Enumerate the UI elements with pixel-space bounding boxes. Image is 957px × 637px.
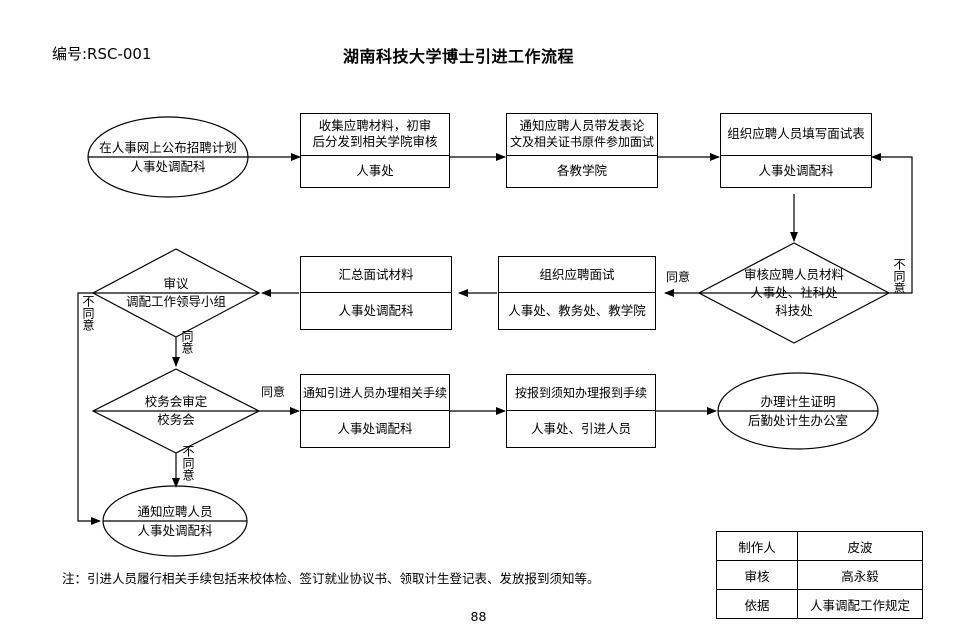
- node-summarize-divider: [301, 292, 451, 293]
- node-review-materials-line2: 人事处、社科处: [750, 285, 838, 300]
- node-fill-form-line1: 组织应聘人员填写面试表: [727, 126, 865, 142]
- node-collect-line1: 收集应聘材料，初审: [318, 118, 432, 134]
- node-organize-interview-line2: 人事处、教务处、教学院: [508, 303, 646, 318]
- node-collect-line3: 人事处: [356, 163, 394, 179]
- node-notify-interview-line1: 通知应聘人员带发表论: [519, 118, 645, 134]
- node-report-procedures[interactable]: 按报到须知办理报到手续 人事处、引进人员: [506, 374, 656, 448]
- node-report-procedures-divider: [507, 410, 655, 411]
- edge-label-school-disagree: 不同意: [181, 445, 195, 481]
- node-school-affairs-line1: 校务会审定: [144, 394, 208, 409]
- node-start[interactable]: 在人事网上公布招聘计划 人事处调配科: [88, 117, 248, 197]
- node-summarize-line1: 汇总面试材料: [338, 266, 414, 282]
- edge-label-review-agree: 同意: [666, 270, 691, 284]
- node-report-procedures-line2: 人事处、引进人员: [530, 421, 631, 436]
- node-report-procedures-line1: 按报到须知办理报到手续: [514, 385, 647, 400]
- node-organize-interview-divider: [499, 292, 655, 293]
- signoff-table: 制作人 皮波 审核 高永毅 依据 人事调配工作规定: [716, 531, 923, 619]
- node-notify-procedures-line1: 通知引进人员办理相关手续: [302, 385, 447, 400]
- footnote: 注：引进人员履行相关手续包括来校体检、签订就业协议书、领取计生登记表、发放报到须…: [62, 571, 600, 586]
- node-deliberate-line2: 调配工作领导小组: [125, 294, 226, 309]
- edge-label-deliberate-agree: 同意: [180, 330, 194, 354]
- node-collect-line2: 后分发到相关学院审核: [312, 134, 438, 150]
- document-code: 编号:RSC-001: [52, 45, 152, 63]
- node-notify-applicant-line2: 人事处调配科: [137, 523, 213, 538]
- signoff-key-2: 依据: [716, 589, 798, 619]
- node-notify-interview[interactable]: 通知应聘人员带发表论 文及相关证书原件参加面试 各教学院: [506, 113, 658, 188]
- table-row: 审核 高永毅: [716, 560, 923, 590]
- node-notify-procedures[interactable]: 通知引进人员办理相关手续 人事处调配科: [300, 374, 450, 448]
- node-notify-procedures-line2: 人事处调配科: [337, 421, 413, 436]
- node-notify-procedures-divider: [301, 410, 449, 411]
- node-notify-interview-divider: [507, 154, 657, 156]
- node-organize-interview[interactable]: 组织应聘面试 人事处、教务处、教学院: [498, 256, 656, 330]
- page-title: 湖南科技大学博士引进工作流程: [343, 47, 575, 66]
- node-deliberate-line1: 审议: [163, 276, 189, 291]
- edge-label-deliberate-disagree: 不同意: [81, 295, 95, 331]
- node-deliberate[interactable]: 审议 调配工作领导小组: [93, 249, 259, 337]
- edge-deliberate-disagree-loop: [77, 292, 101, 525]
- node-start-line2: 人事处调配科: [130, 159, 206, 174]
- node-start-line1: 在人事网上公布招聘计划: [99, 140, 237, 155]
- signoff-value-1: 高永毅: [797, 560, 923, 590]
- table-row: 制作人 皮波: [716, 531, 923, 561]
- node-family-planning-certificate[interactable]: 办理计生证明 后勤处计生办公室: [718, 373, 878, 449]
- node-collect-materials[interactable]: 收集应聘材料，初审 后分发到相关学院审核 人事处: [300, 113, 450, 188]
- node-review-materials-line3: 科技处: [775, 303, 813, 318]
- node-fill-form-line2: 人事处调配科: [758, 163, 834, 179]
- signoff-key-1: 审核: [716, 560, 798, 590]
- node-organize-interview-line1: 组织应聘面试: [539, 266, 615, 282]
- node-notify-interview-line2: 文及相关证书原件参加面试: [509, 135, 654, 150]
- node-notify-applicant-line1: 通知应聘人员: [137, 504, 213, 519]
- node-summarize-materials[interactable]: 汇总面试材料 人事处调配科: [300, 256, 452, 330]
- node-fill-form-divider: [721, 154, 871, 156]
- signoff-value-0: 皮波: [797, 531, 923, 561]
- edge-label-review-disagree: 不同意: [892, 258, 906, 294]
- node-family-planning-line1: 办理计生证明: [760, 394, 836, 409]
- edge-label-school-agree: 同意: [261, 385, 286, 399]
- node-review-materials-line1: 审核应聘人员材料: [743, 267, 844, 282]
- node-summarize-line2: 人事处调配科: [338, 303, 414, 318]
- node-notify-applicant[interactable]: 通知应聘人员 人事处调配科: [103, 486, 247, 556]
- table-row: 依据 人事调配工作规定: [716, 589, 923, 619]
- edge-review-disagree-loop: [871, 153, 913, 294]
- node-family-planning-line2: 后勤处计生办公室: [747, 413, 848, 428]
- signoff-value-2: 人事调配工作规定: [797, 589, 923, 619]
- page-number: 88: [470, 609, 487, 624]
- signoff-key-0: 制作人: [716, 531, 798, 561]
- node-notify-interview-line3: 各教学院: [556, 163, 607, 179]
- node-school-affairs-review[interactable]: 校务会审定 校务会: [93, 369, 259, 453]
- node-review-materials[interactable]: 审核应聘人员材料 人事处、社科处 科技处: [699, 243, 889, 343]
- node-school-affairs-line2: 校务会: [157, 412, 195, 427]
- node-fill-interview-form[interactable]: 组织应聘人员填写面试表 人事处调配科: [720, 113, 872, 188]
- node-collect-divider: [301, 154, 449, 156]
